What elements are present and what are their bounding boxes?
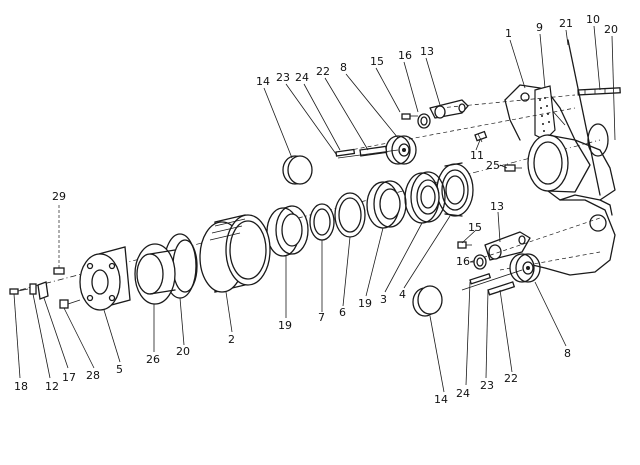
pin-parts-lower — [469, 273, 516, 296]
part-label-24-top: 24 — [295, 71, 309, 84]
part-label-13-top: 13 — [420, 45, 434, 58]
part-label-22-bottom: 22 — [504, 372, 518, 385]
bolt-part-16-lower — [473, 254, 487, 270]
bracket-hole — [520, 92, 530, 102]
sleeve-part-26 — [134, 243, 176, 305]
part-label-18: 18 — [14, 380, 28, 393]
ring-part-6 — [334, 192, 366, 238]
part-label-5: 5 — [116, 363, 123, 376]
nut-part-28 — [59, 299, 81, 309]
pin-part-22-upper — [359, 145, 388, 157]
bracket-part-1 — [504, 84, 616, 276]
lever-part-13-upper — [429, 99, 469, 119]
part-label-16-bottom: 16 — [456, 255, 470, 268]
part-label-22-top: 22 — [316, 65, 330, 78]
part-label-4: 4 — [399, 288, 406, 301]
part-label-23-bottom: 23 — [480, 379, 494, 392]
part-label-21: 21 — [559, 17, 573, 30]
part-label-20-top: 20 — [604, 23, 618, 36]
screw-part-11 — [474, 130, 488, 143]
screw-part-15-upper — [401, 113, 418, 120]
leader-lines — [13, 25, 616, 393]
part-label-16-top: 16 — [398, 49, 412, 62]
screw-part-25 — [504, 164, 522, 172]
cap-part-14-lower — [412, 285, 443, 317]
part-label-26: 26 — [146, 353, 160, 366]
part-label-15-top: 15 — [370, 55, 384, 68]
lever-part-13-lower — [484, 231, 531, 261]
screw-part-15-lower — [457, 241, 472, 249]
part-label-15-bottom: 15 — [468, 221, 482, 234]
bearing-part-19-right — [366, 180, 407, 229]
part-label-1: 1 — [505, 27, 512, 40]
part-label-8-top: 8 — [340, 61, 347, 74]
part-label-23-top: 23 — [276, 71, 290, 84]
part-label-28: 28 — [86, 369, 100, 382]
part-label-20-bottom: 20 — [176, 345, 190, 358]
roller-part-8-lower — [509, 253, 541, 283]
bracket-hole — [589, 214, 607, 232]
washer-part-17 — [37, 281, 49, 300]
cap-part-14-upper — [282, 155, 313, 185]
ring-part-7 — [309, 203, 335, 241]
part-label-14-bottom: 14 — [434, 393, 448, 406]
part-label-19-right: 19 — [358, 297, 372, 310]
bearing-part-3 — [404, 171, 446, 224]
part-label-25: 25 — [486, 159, 500, 172]
part-label-12: 12 — [45, 380, 59, 393]
part-label-3: 3 — [380, 293, 387, 306]
rod-part-21 — [567, 39, 601, 196]
screw-part-29 — [53, 205, 65, 275]
part-label-2: 2 — [228, 333, 235, 346]
part-label-6: 6 — [339, 306, 346, 319]
screw-part-18 — [9, 288, 29, 295]
part-label-14-top: 14 — [256, 75, 270, 88]
washer-part-12 — [29, 283, 37, 295]
roller-part-8-upper — [385, 135, 417, 165]
part-label-9: 9 — [536, 21, 543, 34]
perforated-plate-part-9 — [534, 85, 556, 141]
part-label-17: 17 — [62, 371, 76, 384]
part-label-19-left: 19 — [278, 319, 292, 332]
flange-part-5 — [79, 246, 131, 311]
housing-part-2 — [199, 214, 271, 293]
part-label-13-bottom: 13 — [490, 200, 504, 213]
part-label-29: 29 — [52, 190, 66, 203]
pin-part-24-upper — [335, 148, 356, 157]
bearing-part-19-left — [266, 205, 309, 257]
part-label-24-bottom: 24 — [456, 387, 470, 400]
rod-part-10 — [577, 87, 621, 96]
bearing-part-4 — [436, 162, 474, 217]
bolt-part-16-upper — [417, 113, 431, 129]
part-label-11: 11 — [470, 149, 484, 162]
part-label-8-bottom: 8 — [564, 347, 571, 360]
center-axis-line — [19, 139, 601, 291]
part-label-7: 7 — [318, 311, 325, 324]
part-label-10: 10 — [586, 13, 600, 26]
